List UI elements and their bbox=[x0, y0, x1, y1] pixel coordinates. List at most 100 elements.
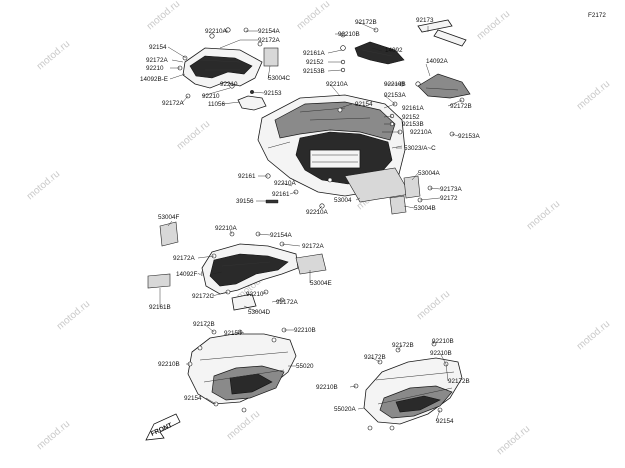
part-label: 53023/A~C bbox=[404, 145, 436, 152]
part-label: 92210B bbox=[384, 81, 406, 88]
watermark: motod.ru bbox=[175, 119, 212, 153]
part-label: 92210B bbox=[338, 31, 360, 38]
part-label: 92172B bbox=[392, 342, 414, 349]
sticker-53004e bbox=[295, 253, 327, 275]
part-label: 92210 bbox=[220, 81, 238, 88]
part-label: 92154 bbox=[224, 330, 242, 337]
part-label: 92152 bbox=[402, 114, 420, 121]
part-label: 92161A bbox=[303, 50, 326, 57]
part-label: 92173 bbox=[416, 17, 434, 24]
part-label: 92152 bbox=[306, 59, 324, 66]
sticker-set bbox=[344, 167, 433, 215]
watermark: motod.ru bbox=[145, 0, 182, 32]
part-label: 92161B bbox=[149, 304, 171, 311]
part-label: 92172A bbox=[162, 100, 185, 107]
front-footboard-left bbox=[187, 327, 297, 413]
part-label: 92210A bbox=[306, 209, 329, 216]
part-label: 92172A bbox=[258, 37, 281, 44]
part-label: 53004D bbox=[248, 309, 271, 316]
part-label: 53004C bbox=[268, 75, 291, 82]
leader-lines bbox=[159, 21, 463, 422]
clip-39156 bbox=[265, 199, 279, 204]
part-label: 39156 bbox=[236, 198, 254, 205]
watermark: motod.ru bbox=[35, 419, 72, 453]
sticker-53004f bbox=[159, 221, 179, 247]
part-label: 92154 bbox=[355, 101, 373, 108]
part-label: 92210B bbox=[430, 350, 452, 357]
rear-inner-fender bbox=[177, 27, 279, 111]
part-label: 92210A bbox=[215, 225, 238, 232]
sticker-53004b bbox=[389, 195, 407, 215]
part-label: 92161A bbox=[402, 105, 425, 112]
part-label: 92210B bbox=[158, 361, 180, 368]
sticker-53004c bbox=[263, 47, 279, 67]
part-label: 53004 bbox=[334, 197, 352, 204]
part-label: 14092B-E bbox=[140, 76, 168, 83]
part-label: 92210A bbox=[274, 180, 297, 187]
ref-code: F2172 bbox=[588, 12, 606, 19]
part-label: 92153 bbox=[264, 90, 282, 97]
front-footboard-right bbox=[353, 341, 463, 431]
part-label: 55020 bbox=[296, 363, 314, 370]
front-arrow: FRONT bbox=[145, 413, 181, 441]
part-label: 53004A bbox=[418, 170, 441, 177]
watermark: motod.ru bbox=[495, 424, 532, 458]
sticker-92161b bbox=[147, 273, 171, 289]
part-label: 92154 bbox=[184, 395, 202, 402]
part-label: 53004B bbox=[414, 205, 436, 212]
part-label: 14092 bbox=[385, 47, 403, 54]
bracket-11056 bbox=[237, 95, 267, 111]
part-label: 92153B bbox=[402, 121, 424, 128]
watermark: motod.ru bbox=[225, 409, 262, 443]
part-label: 11056 bbox=[208, 101, 226, 108]
part-label: 92172B bbox=[193, 321, 215, 328]
watermark: motod.ru bbox=[475, 9, 512, 43]
part-label: 92210B bbox=[294, 327, 316, 334]
part-label: 92173A bbox=[440, 186, 463, 193]
part-label: 92154 bbox=[436, 418, 454, 425]
part-label: 92172 bbox=[440, 195, 458, 202]
part-label: 92161 bbox=[238, 173, 256, 180]
part-label: 14092A bbox=[426, 58, 449, 65]
part-label: 92210 bbox=[146, 65, 164, 72]
part-label: 14092F~I bbox=[176, 271, 203, 278]
part-label: 92210A bbox=[205, 28, 228, 35]
rear-carrier-parts bbox=[354, 19, 471, 103]
part-label: 92172B bbox=[448, 378, 470, 385]
part-label: 92210A bbox=[410, 129, 433, 136]
watermark: motod.ru bbox=[525, 199, 562, 233]
part-label: 92210A bbox=[326, 81, 349, 88]
part-label: 53004E bbox=[310, 280, 332, 287]
watermark: motod.ru bbox=[35, 39, 72, 73]
part-label: 92210 bbox=[246, 291, 264, 298]
part-label: 53004F bbox=[158, 214, 180, 221]
watermark: motod.ru bbox=[25, 169, 62, 203]
part-label: 92172C bbox=[192, 293, 215, 300]
rear-fender bbox=[257, 32, 455, 209]
part-labels: 92210A 92154A 92172A 92154 92172A 92210 … bbox=[140, 17, 481, 425]
part-label: 92153A bbox=[458, 133, 481, 140]
front-inner-fender bbox=[147, 221, 327, 311]
part-label: 92172A bbox=[302, 243, 325, 250]
sticker-53004a bbox=[403, 175, 421, 199]
part-label: 92172A bbox=[276, 299, 299, 306]
part-label: 92154A bbox=[270, 232, 293, 239]
watermark: motod.ru bbox=[575, 319, 612, 353]
watermark: motod.ru bbox=[295, 0, 332, 32]
part-label: 92172A bbox=[173, 255, 196, 262]
part-label: 92153B bbox=[303, 68, 325, 75]
part-label: 92172B bbox=[364, 354, 386, 361]
part-label: 92210 bbox=[202, 93, 220, 100]
part-label: 55020A bbox=[334, 406, 357, 413]
watermark: motod.ru bbox=[575, 79, 612, 113]
part-label: 92172B bbox=[355, 19, 377, 26]
part-label: 92161 bbox=[272, 191, 290, 198]
part-label: 92153A bbox=[384, 92, 407, 99]
watermark: motod.ru bbox=[415, 289, 452, 323]
part-label: 92154 bbox=[149, 44, 167, 51]
part-label: 92172B bbox=[450, 103, 472, 110]
part-label: 92210B bbox=[432, 338, 454, 345]
part-label: 92172A bbox=[146, 57, 169, 64]
part-label: 92154A bbox=[258, 28, 281, 35]
